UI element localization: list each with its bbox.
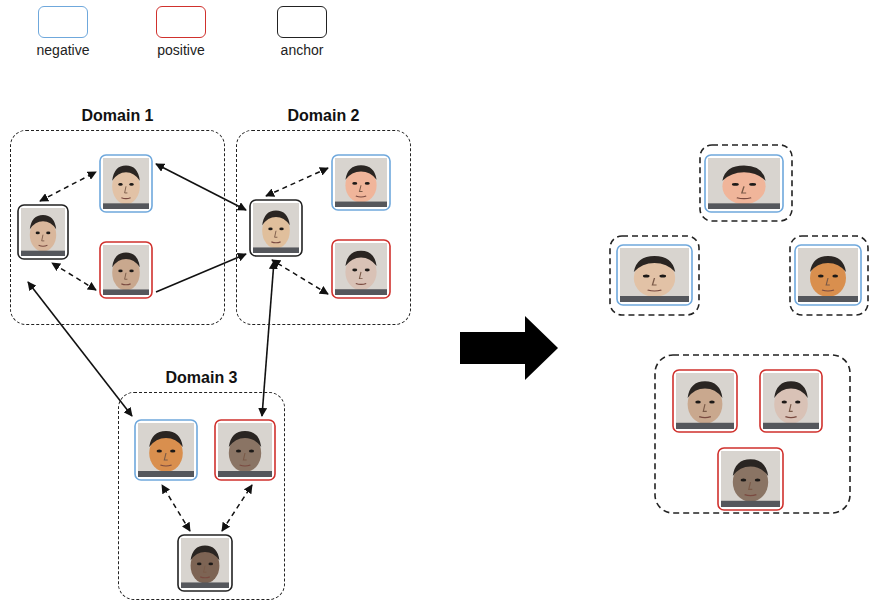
domain-box: Domain 3 [118,392,285,600]
domain-box: Domain 2 [236,130,411,325]
domain-title: Domain 3 [119,369,284,387]
legend-swatch [156,6,206,38]
legend-label: anchor [257,42,347,58]
legend-entry: positive [136,6,226,58]
legend-swatch [38,6,88,38]
domain-box: Domain 1 [10,130,225,325]
legend-swatch [277,6,327,38]
legend-label: positive [136,42,226,58]
legend-label: negative [18,42,108,58]
domain-title: Domain 1 [11,107,224,125]
domain-title: Domain 2 [237,107,410,125]
legend-entry: negative [18,6,108,58]
legend-entry: anchor [257,6,347,58]
